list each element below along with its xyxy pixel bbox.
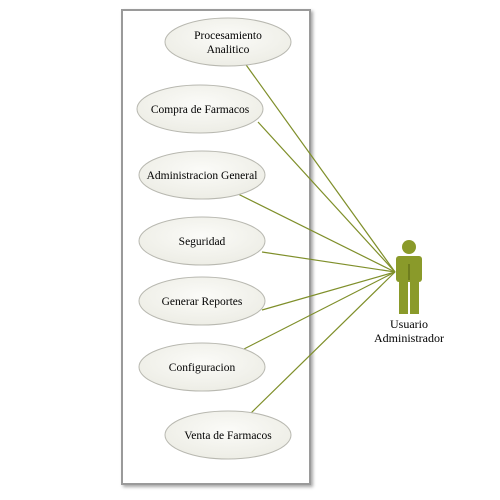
use-case[interactable]: Configuracion — [138, 342, 266, 392]
use-case-ellipse[interactable] — [138, 276, 266, 326]
use-case-label: Administracion General — [147, 170, 258, 182]
use-case-label: Procesamiento — [194, 30, 262, 42]
use-case-ellipse[interactable] — [138, 342, 266, 392]
use-case-label: Analitico — [207, 44, 250, 56]
use-case-label: Compra de Farmacos — [151, 104, 250, 116]
use-case[interactable]: Administracion General — [138, 150, 266, 200]
use-case-ellipse[interactable] — [138, 150, 266, 200]
use-case[interactable]: Seguridad — [138, 216, 266, 266]
association-lines — [235, 61, 396, 415]
actor-icon — [396, 240, 422, 314]
association-line — [241, 271, 396, 351]
use-case-ellipse[interactable] — [164, 17, 292, 67]
use-case-ellipse[interactable] — [136, 84, 264, 134]
use-case-label: Generar Reportes — [162, 296, 243, 308]
association-line — [249, 271, 396, 415]
actor-label: Administrador — [374, 331, 444, 345]
use-case-label: Venta de Farmacos — [184, 430, 272, 442]
association-line — [257, 121, 396, 273]
use-case-ellipse[interactable] — [138, 216, 266, 266]
actor-label: Usuario — [390, 317, 428, 331]
use-case-ellipse[interactable] — [164, 410, 292, 460]
association-line — [261, 251, 396, 273]
association-line — [235, 192, 396, 273]
use-case[interactable]: Compra de Farmacos — [136, 84, 264, 134]
use-case-label: Configuracion — [169, 362, 236, 374]
use-case[interactable]: Generar Reportes — [138, 276, 266, 326]
association-line — [243, 61, 396, 273]
use-case-label: Seguridad — [179, 236, 226, 248]
use-case[interactable]: Venta de Farmacos — [164, 410, 292, 460]
association-line — [261, 271, 396, 311]
